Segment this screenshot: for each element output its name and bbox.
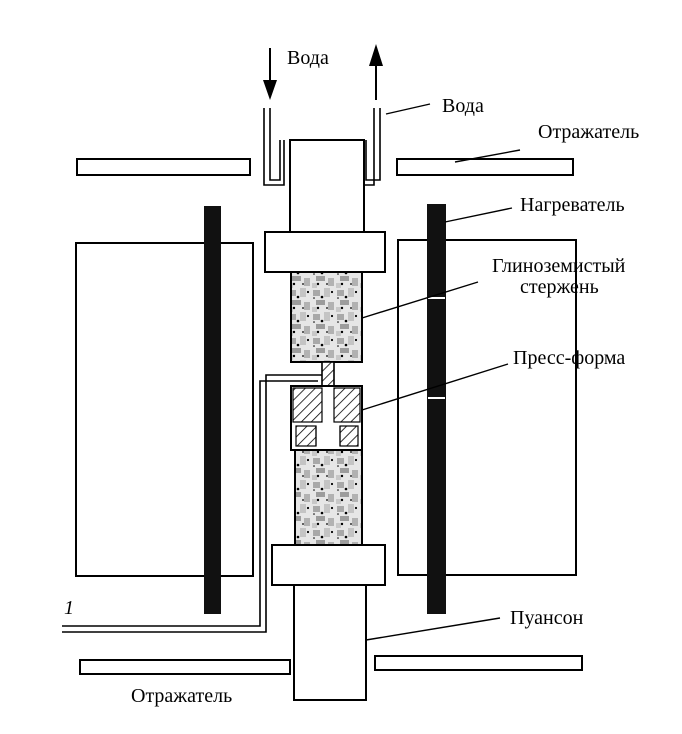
reflector-top-right bbox=[396, 158, 574, 176]
side-tube bbox=[62, 374, 322, 633]
label-water-out: Вода bbox=[442, 95, 484, 117]
alumina-rod-lower bbox=[294, 449, 363, 546]
label-water-in: Вода bbox=[287, 47, 329, 69]
press-form-die bbox=[290, 385, 363, 451]
heater-right bbox=[427, 204, 446, 614]
arrow-up-icon bbox=[369, 44, 383, 100]
insulation-block-left bbox=[75, 242, 254, 577]
lower-plate bbox=[271, 544, 386, 586]
upper-plate bbox=[264, 231, 386, 273]
label-reflector-bottom: Отражатель bbox=[131, 685, 232, 707]
label-marker-1: 1 bbox=[64, 597, 74, 619]
water-pipe-left bbox=[263, 108, 285, 186]
upper-punch bbox=[289, 139, 365, 233]
reflector-bottom-right bbox=[374, 655, 583, 671]
label-reflector-top: Отражатель bbox=[538, 121, 639, 143]
leader-lines bbox=[361, 103, 521, 641]
label-punch: Пуансон bbox=[510, 607, 584, 629]
label-alumina-rod-line2: стержень bbox=[520, 276, 599, 298]
heater-left bbox=[204, 206, 221, 614]
label-heater: Нагреватель bbox=[520, 194, 625, 216]
label-alumina-rod-line1: Глиноземистый bbox=[492, 255, 626, 277]
lower-punch bbox=[293, 584, 367, 701]
label-press-form: Пресс-форма bbox=[513, 347, 625, 369]
alumina-rod-upper bbox=[290, 271, 363, 363]
arrow-down-icon bbox=[263, 48, 277, 100]
reflector-bottom-left bbox=[79, 659, 291, 675]
reflector-top-left bbox=[76, 158, 251, 176]
